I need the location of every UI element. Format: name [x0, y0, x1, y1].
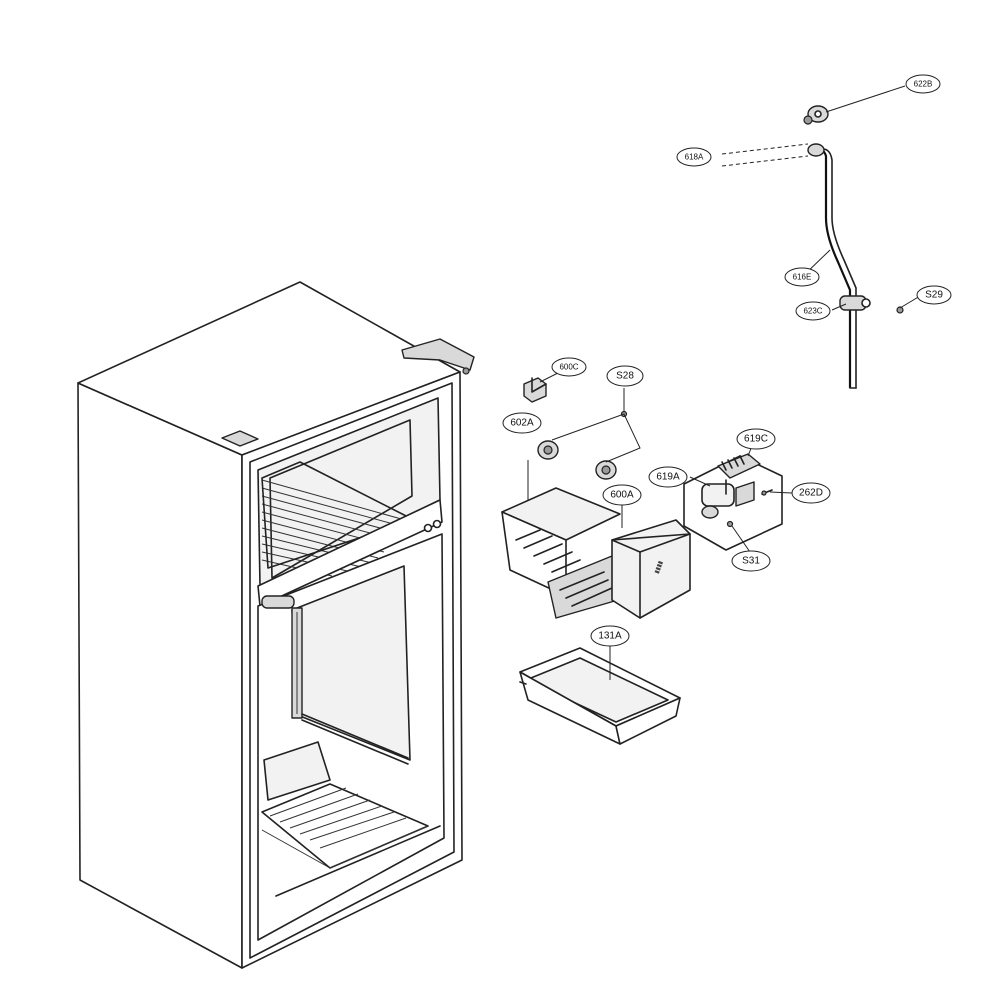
grommet-602A-2 — [595, 460, 617, 480]
connector-dash-2 — [721, 155, 809, 167]
freezer-compartment — [257, 397, 443, 607]
callout-622B-label: 622B — [914, 80, 933, 89]
callout-618A: 618A — [676, 147, 712, 167]
cabinet-side-panel — [77, 382, 243, 969]
crisper-cover — [263, 741, 331, 801]
bottom-lip — [275, 825, 441, 897]
callout-616E: 616E — [784, 267, 820, 287]
front-frame-inner-edge — [249, 382, 455, 959]
callout-623C-label: 623C — [803, 307, 822, 316]
callout-619C: 619C — [736, 428, 776, 450]
callout-262D-label: 262D — [799, 488, 823, 499]
callout-S29-label: S29 — [925, 290, 943, 301]
motor-label-marks: ▮▮▮▮ — [654, 560, 664, 574]
screw-S29 — [896, 306, 904, 314]
compartment-divider — [257, 499, 443, 607]
callout-619A: 619A — [648, 466, 688, 488]
valve-top-block — [717, 453, 761, 479]
callout-623C: 623C — [795, 301, 831, 321]
bracket-600C — [523, 377, 547, 403]
valve-outlet — [701, 505, 719, 519]
callout-602A: 602A — [502, 412, 542, 434]
callout-619C-label: 619C — [744, 434, 768, 445]
callout-262D: 262D — [791, 482, 831, 504]
callout-S31-label: S31 — [742, 556, 760, 567]
callout-618A-label: 618A — [685, 153, 704, 162]
hinge-pin — [462, 367, 470, 375]
callout-S31: S31 — [731, 550, 771, 572]
top-button — [221, 430, 259, 447]
grommet-602A-1 — [537, 440, 559, 460]
divider-light-1 — [423, 523, 433, 533]
top-hinge — [401, 338, 475, 371]
bottom-glass-shelf — [261, 783, 429, 869]
callout-602A-label: 602A — [510, 418, 534, 429]
callout-616E-label: 616E — [793, 273, 812, 282]
ice-bin-side-wall — [615, 697, 681, 745]
thermostat-knob — [261, 595, 295, 609]
callout-600A-label: 600A — [610, 490, 634, 501]
water-valve-619C — [683, 453, 783, 551]
tube-fitting — [807, 143, 825, 157]
callout-600C-label: 600C — [559, 363, 578, 372]
refrigerator-cabinet — [77, 281, 475, 969]
connector-dash-1 — [721, 143, 809, 155]
callout-600C: 600C — [551, 357, 587, 377]
callout-S28-label: S28 — [616, 371, 634, 382]
ice-maker-600A: ▮▮▮▮ — [501, 487, 691, 619]
tube-bracket-623C — [839, 295, 871, 311]
ice-maker-motor-housing — [611, 519, 691, 619]
callout-S29: S29 — [916, 285, 952, 305]
callout-622B: 622B — [905, 74, 941, 94]
solenoid-valve-619A — [701, 483, 735, 507]
water-tube — [811, 147, 852, 388]
ice-bin-inside — [525, 657, 669, 723]
divider-light-2 — [432, 519, 442, 529]
freezer-inner-edge — [269, 419, 413, 579]
ice-bin-131A — [519, 646, 681, 745]
callout-600A: 600A — [602, 484, 642, 506]
screw-S31 — [726, 520, 734, 528]
callout-S28: S28 — [606, 365, 644, 387]
clamp-622B — [803, 105, 829, 125]
callout-131A: 131A — [590, 625, 630, 647]
shelf-support — [301, 713, 409, 759]
callout-619A-label: 619A — [656, 472, 680, 483]
leader-lines — [539, 85, 921, 553]
callout-131A-label: 131A — [598, 631, 622, 642]
ice-maker-assembly: ▮▮▮▮ — [501, 377, 783, 745]
water-supply-line-assembly — [721, 105, 904, 389]
fresh-food-compartment — [257, 533, 445, 941]
valve-coil — [735, 481, 755, 507]
screw-262D — [761, 489, 773, 496]
